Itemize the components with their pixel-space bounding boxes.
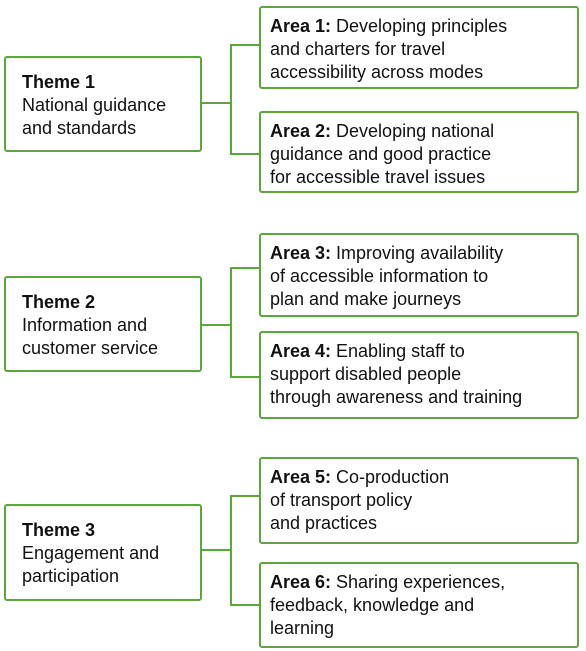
connector-area-2 [230,153,259,155]
area-3-line-1: Improving availability [331,243,504,263]
area-4-line-1: Enabling staff to [331,341,465,361]
area-1-line-2: and charters for travel [270,39,446,59]
connector-theme-3-h [202,549,231,551]
area-3-text: Area 3: Improving availability of access… [270,242,569,311]
area-6-line-3: learning [270,618,335,638]
connector-theme-1-h [202,102,231,104]
connector-area-4 [230,376,259,378]
area-3-line-2: of accessible information to [270,266,489,286]
area-1-line-1: Developing principles [331,16,508,36]
connector-theme-2-h [202,324,231,326]
area-2-box: Area 2: Developing national guidance and… [259,111,579,193]
area-2-label: Area 2: [270,121,332,141]
connector-area-6 [230,604,259,606]
connector-theme-3-v [230,495,232,606]
area-5-line-2: of transport policy [270,490,413,510]
theme-1-line-2: and standards [22,118,137,138]
theme-2-text: Theme 2 Information and customer service [22,291,186,360]
theme-1-box: Theme 1 National guidance and standards [4,56,202,152]
theme-1-label: Theme 1 [22,72,96,92]
connector-theme-2-v [230,267,232,378]
theme-3-line-1: Engagement and [22,543,160,563]
area-4-label: Area 4: [270,341,332,361]
area-4-line-2: support disabled people [270,364,462,384]
theme-3-label: Theme 3 [22,520,96,540]
area-4-text: Area 4: Enabling staff to support disabl… [270,340,569,409]
area-5-line-3: and practices [270,513,378,533]
area-5-label: Area 5: [270,467,332,487]
area-3-box: Area 3: Improving availability of access… [259,233,579,317]
area-3-label: Area 3: [270,243,332,263]
area-5-text: Area 5: Co-production of transport polic… [270,466,569,535]
connector-area-3 [230,267,259,269]
connector-area-1 [230,44,259,46]
area-2-text: Area 2: Developing national guidance and… [270,120,569,189]
connector-area-5 [230,495,259,497]
area-2-line-1: Developing national [331,121,495,141]
theme-2-label: Theme 2 [22,292,96,312]
area-2-line-2: guidance and good practice [270,144,492,164]
area-6-text: Area 6: Sharing experiences, feedback, k… [270,571,569,640]
area-6-box: Area 6: Sharing experiences, feedback, k… [259,562,579,648]
area-6-line-2: feedback, knowledge and [270,595,475,615]
area-3-line-3: plan and make journeys [270,289,462,309]
area-1-label: Area 1: [270,16,332,36]
area-4-box: Area 4: Enabling staff to support disabl… [259,331,579,419]
area-1-line-3: accessibility across modes [270,62,484,82]
area-5-box: Area 5: Co-production of transport polic… [259,457,579,544]
area-5-line-1: Co-production [331,467,450,487]
area-4-line-3: through awareness and training [270,387,523,407]
area-1-box: Area 1: Developing principles and charte… [259,6,579,89]
theme-2-line-1: Information and [22,315,148,335]
theme-3-text: Theme 3 Engagement and participation [22,519,186,588]
area-6-label: Area 6: [270,572,332,592]
area-6-line-1: Sharing experiences, [331,572,506,592]
theme-3-box: Theme 3 Engagement and participation [4,504,202,601]
area-2-line-3: for accessible travel issues [270,167,486,187]
theme-1-text: Theme 1 National guidance and standards [22,71,186,140]
theme-3-line-2: participation [22,566,120,586]
theme-2-box: Theme 2 Information and customer service [4,276,202,372]
theme-1-line-1: National guidance [22,95,167,115]
theme-2-line-2: customer service [22,338,159,358]
connector-theme-1-v [230,44,232,155]
area-1-text: Area 1: Developing principles and charte… [270,15,569,84]
